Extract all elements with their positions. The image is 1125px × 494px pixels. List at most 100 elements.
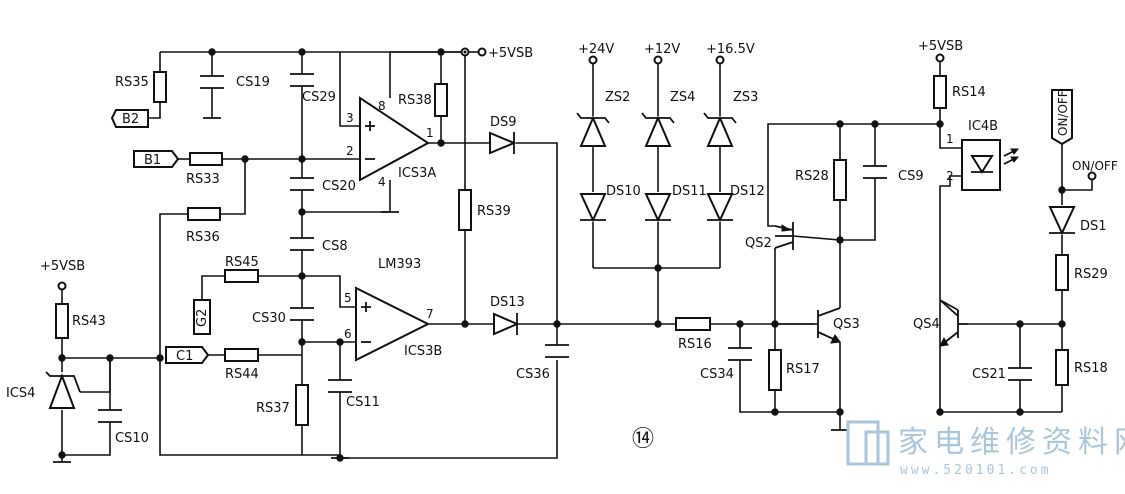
label-ds13: DS13 — [490, 295, 525, 310]
label-vsb-right: +5VSB — [918, 39, 963, 54]
watermark: 家电维修资料网 www.520101.com — [846, 420, 1125, 478]
pin-ic4b-1: 1 — [946, 132, 954, 146]
label-ds11: DS11 — [672, 184, 707, 199]
label-zs3: ZS3 — [733, 90, 758, 105]
label-rs37: RS37 — [256, 401, 290, 416]
label-cs8: CS8 — [322, 239, 348, 254]
pin-ics3a-4: 4 — [378, 175, 386, 189]
label-zs4: ZS4 — [670, 90, 695, 105]
label-lm393: LM393 — [378, 257, 421, 272]
label-cs19: CS19 — [236, 75, 270, 90]
label-port-b2: B2 — [122, 112, 139, 127]
label-ds1: DS1 — [1080, 219, 1107, 234]
label-12v: +12V — [644, 42, 680, 57]
figure-number: ⑭ — [632, 427, 654, 452]
label-cs34: CS34 — [700, 367, 734, 382]
resistors — [55, 71, 1069, 426]
pin-ics3a-1: 1 — [426, 126, 434, 140]
pin-ic4b-2: 2 — [946, 169, 954, 183]
resistor-rs36 — [187, 207, 221, 221]
port-on-off-shape — [1051, 89, 1073, 146]
label-ds10: DS10 — [606, 184, 641, 199]
label-rs39: RS39 — [477, 204, 511, 219]
label-rs28: RS28 — [795, 169, 829, 184]
opamp-ics3b — [355, 286, 431, 362]
diodes — [45, 112, 1076, 409]
label-16-5v: +16.5V — [706, 42, 755, 57]
pin-ics3b-7: 7 — [426, 307, 434, 321]
label-rs18: RS18 — [1074, 361, 1108, 376]
label-cs36: CS36 — [516, 367, 550, 382]
label-rs36: RS36 — [186, 230, 220, 245]
resistor-rs33 — [189, 152, 223, 166]
label-cs20: CS20 — [322, 179, 356, 194]
label-on-off-node: ON/OFF — [1072, 159, 1118, 173]
label-cs29: CS29 — [302, 90, 336, 105]
label-cs21: CS21 — [972, 367, 1006, 382]
port-c1-shape — [165, 346, 210, 364]
label-ics4: ICS4 — [6, 386, 35, 401]
label-ds9: DS9 — [490, 115, 517, 130]
optocoupler-ic4b — [961, 139, 1020, 191]
capacitors — [98, 73, 1032, 423]
transistors — [774, 222, 968, 347]
label-port-b1: B1 — [144, 153, 161, 168]
watermark-chinese: 家电维修资料网 — [898, 425, 1125, 460]
port-g2-shape — [193, 299, 211, 335]
label-cs10: CS10 — [115, 431, 149, 446]
labels: +5VSB +5VSB +5VSB +24V +12V +16.5V B2 B1… — [6, 39, 1118, 452]
label-qs4: QS4 — [913, 317, 940, 332]
resistor-rs38 — [434, 83, 448, 117]
resistor-rs18 — [1055, 349, 1069, 386]
resistor-rs14 — [933, 75, 947, 109]
pin-ics3b-5: 5 — [344, 291, 352, 305]
op-amps — [355, 96, 431, 362]
label-rs29: RS29 — [1074, 267, 1108, 282]
ports — [110, 89, 1073, 364]
port-b2-shape — [110, 109, 149, 128]
resistor-rs29 — [1055, 254, 1069, 291]
label-port-g2: G2 — [195, 309, 210, 327]
label-rs38: RS38 — [398, 93, 432, 108]
resistor-rs45 — [224, 269, 259, 283]
label-ics3b: ICS3B — [404, 344, 442, 359]
label-on-off-vertical: ON/OFF — [1056, 90, 1070, 136]
label-ic4b: IC4B — [968, 119, 998, 134]
resistor-rs44 — [224, 348, 259, 362]
label-rs14: RS14 — [952, 85, 986, 100]
label-port-c1: C1 — [176, 349, 193, 364]
opamp-ics3a — [359, 96, 430, 182]
supply-pins — [57, 47, 1097, 291]
junctions — [58, 48, 1066, 462]
label-cs9: CS9 — [898, 169, 924, 184]
label-rs16: RS16 — [678, 337, 712, 352]
grounds — [53, 117, 849, 463]
resistor-rs43 — [55, 303, 69, 339]
resistor-rs37 — [295, 384, 309, 426]
resistor-rs35 — [153, 71, 167, 103]
label-rs33: RS33 — [186, 172, 220, 187]
label-rs44: RS44 — [225, 367, 259, 382]
port-b1-shape — [133, 150, 180, 168]
pin-ics3a-2: 2 — [346, 144, 354, 158]
label-rs17: RS17 — [786, 362, 820, 377]
label-qs3: QS3 — [833, 317, 860, 332]
label-vsb-left: +5VSB — [40, 259, 85, 274]
label-qs2: QS2 — [745, 236, 772, 251]
label-ics3a: ICS3A — [398, 166, 436, 181]
pin-ics3a-8: 8 — [378, 99, 386, 113]
label-rs35: RS35 — [115, 75, 149, 90]
watermark-logo-icon — [846, 420, 880, 466]
resistor-rs17 — [768, 349, 782, 391]
label-ds12: DS12 — [730, 184, 765, 199]
label-cs11: CS11 — [346, 395, 380, 410]
label-24v: +24V — [578, 42, 614, 57]
label-vsb-top: +5VSB — [488, 46, 533, 61]
pin-ics3b-6: 6 — [344, 327, 352, 341]
label-rs45: RS45 — [225, 255, 259, 270]
pin-ics3a-3: 3 — [346, 111, 354, 125]
watermark-url: www.520101.com — [900, 463, 1052, 478]
label-rs43: RS43 — [72, 314, 106, 329]
label-zs2: ZS2 — [605, 90, 630, 105]
